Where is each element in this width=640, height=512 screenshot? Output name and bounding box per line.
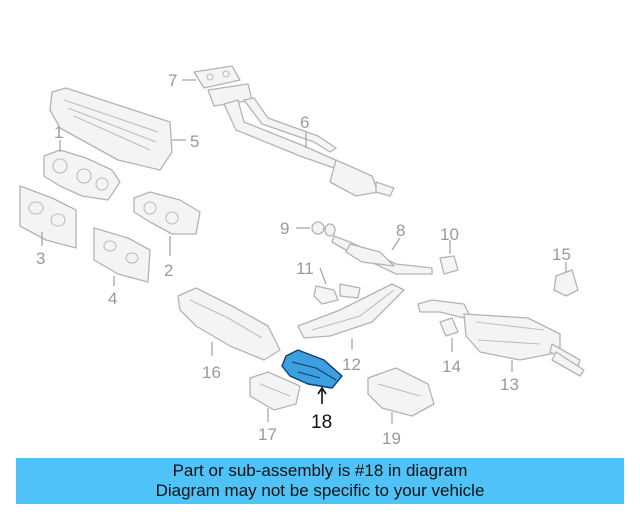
callout-8: 8 [396,221,405,240]
callout-9: 9 [280,219,289,238]
part-1-exhaust-manifold[interactable] [43,140,121,201]
part-12-heat-shield[interactable] [297,283,405,350]
info-banner: Part or sub-assembly is #18 in diagram D… [16,458,624,504]
part-17-bracket[interactable] [249,371,301,422]
part-8-intermediate-pipe[interactable] [331,235,433,275]
part-2-exhaust-manifold[interactable] [133,191,201,256]
callout-6: 6 [300,113,309,132]
callout-13: 13 [500,375,519,394]
callout-19: 19 [382,429,401,448]
part-3-manifold-gasket[interactable] [19,185,77,249]
callout-11: 11 [296,259,314,278]
part-6-front-pipe[interactable] [207,83,395,197]
callout-17: 17 [258,425,277,444]
part-9-hardware[interactable] [296,221,336,237]
callout-12: 12 [342,355,361,374]
exhaust-parts-diagram: 1 2 3 4 5 6 7 8 9 10 11 12 13 14 15 16 1… [19,65,585,448]
callout-3: 3 [36,249,45,268]
callout-7: 7 [168,71,177,90]
part-5-heat-shield[interactable] [49,87,186,171]
part-10-hanger[interactable] [439,240,459,275]
callout-10: 10 [440,225,459,244]
callout-1: 1 [54,123,63,142]
part-14-clamp[interactable] [439,317,459,352]
callout-14: 14 [442,357,461,376]
part-7-flange-gasket[interactable] [182,65,241,89]
part-11-bracket[interactable] [313,267,361,305]
part-18-heat-shield-highlighted[interactable] [281,349,343,404]
banner-line-1: Part or sub-assembly is #18 in diagram [172,461,468,480]
callout-2: 2 [164,261,173,280]
callout-18: 18 [311,412,332,433]
banner-line-2: Diagram may not be specific to your vehi… [155,481,485,500]
part-19-cover[interactable] [367,367,435,424]
callout-16: 16 [202,363,221,382]
part-13-rear-muffler[interactable] [417,299,585,377]
part-16-heat-shield[interactable] [177,287,281,361]
callout-15: 15 [552,245,571,264]
part-4-gasket[interactable] [93,227,151,286]
part-15-hanger-bracket[interactable] [553,262,579,297]
callout-4: 4 [108,289,117,308]
callout-5: 5 [190,132,199,151]
